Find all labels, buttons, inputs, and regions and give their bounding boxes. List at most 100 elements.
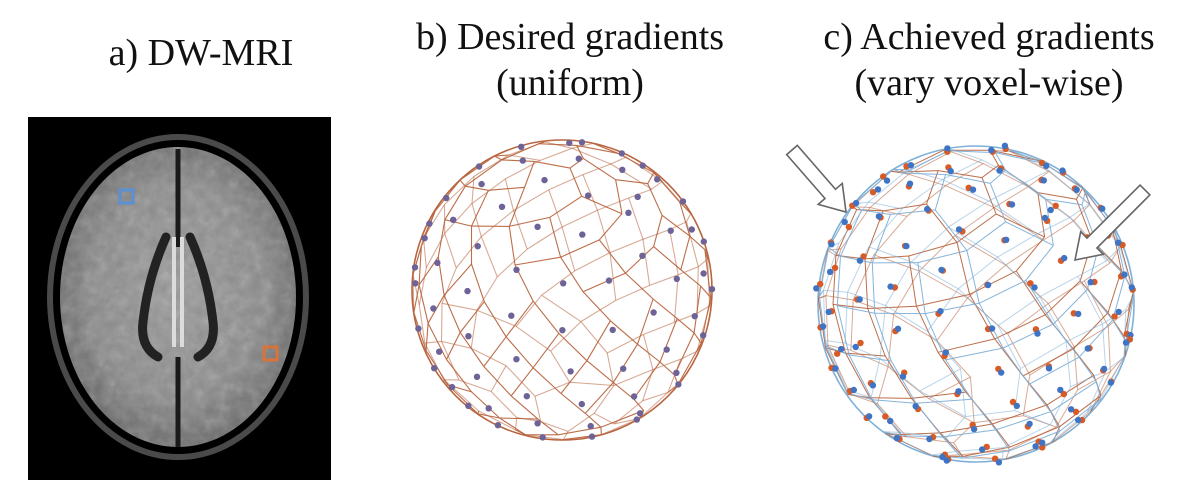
mesh-edge [465, 185, 489, 191]
mesh-edge [680, 235, 691, 270]
mesh-edge [661, 214, 691, 237]
voxel-blue-point [942, 349, 950, 356]
mesh-edge [423, 204, 445, 239]
mesh-edge [505, 300, 534, 338]
mesh-edge [625, 246, 654, 274]
mesh-edge [989, 169, 1006, 184]
mesh-edge [418, 246, 422, 285]
voxel-blue-point [1026, 420, 1033, 428]
voxel-blue-point [1115, 308, 1122, 316]
mesh-edge [965, 410, 1015, 418]
mesh-edge [1107, 308, 1129, 327]
mesh-edge [600, 409, 644, 428]
mesh-edge [870, 358, 881, 398]
mesh-edge [995, 411, 1051, 431]
mesh-edge [593, 385, 615, 414]
voronoi-mesh [412, 141, 712, 441]
mesh-edge [642, 239, 651, 286]
mesh-edge [443, 263, 472, 296]
voxel-blue-point [1047, 206, 1054, 214]
mesh-edge [459, 332, 485, 367]
ventricles [138, 232, 218, 362]
voxel-blue-point [826, 268, 834, 276]
gradient-point [667, 227, 674, 234]
gradient-point [675, 381, 682, 388]
mesh-edge [534, 381, 570, 397]
gradient-point [609, 326, 616, 334]
gradient-point [566, 139, 573, 147]
mesh-edge [919, 368, 961, 392]
mesh-edge [1050, 411, 1061, 432]
mesh-edge [1043, 220, 1075, 241]
voxel-blue-point [955, 226, 963, 233]
voxel-orange-point [834, 350, 841, 357]
voxel-blue-point [947, 167, 954, 175]
mesh-edge [505, 336, 534, 369]
mesh-edge [582, 163, 611, 176]
mesh-edge [548, 189, 563, 228]
voxel-blue-point [943, 457, 950, 464]
mesh-edge [981, 159, 1026, 184]
gradient-point [518, 143, 525, 150]
mesh-edge [869, 207, 908, 217]
mesh-edge [1081, 190, 1087, 205]
mesh-edge [974, 415, 1024, 424]
mesh-edge [994, 152, 1007, 171]
mesh-edge [901, 432, 941, 435]
gradient-point [639, 162, 646, 169]
mesh-edge [1045, 198, 1083, 206]
mesh-edge [458, 379, 492, 393]
voxel-blue-point [838, 345, 845, 353]
mesh-edge [1072, 312, 1109, 350]
voxel-blue-point [1100, 365, 1108, 373]
mesh-edge [997, 256, 1041, 298]
voxel-orange-point [882, 413, 889, 420]
mesh-edge [544, 141, 573, 149]
gradient-point [559, 327, 566, 334]
mesh-edge [615, 284, 650, 301]
gradient-point [567, 368, 574, 375]
mesh-edge [425, 233, 446, 269]
gradient-point [443, 194, 450, 202]
mesh-edge [989, 183, 1007, 222]
mesh-edge [825, 295, 829, 346]
mesh-edge [1114, 230, 1126, 277]
mesh-edge [697, 258, 708, 268]
achieved-gradient-sphere [785, 142, 1152, 466]
mesh-edge [1049, 386, 1071, 426]
mesh-edge [827, 345, 851, 395]
mesh-edge [586, 360, 614, 383]
mesh-edge [562, 431, 569, 440]
mesh-edge [969, 270, 1017, 295]
voxel-blue-point [856, 257, 864, 264]
mesh-edge [444, 219, 472, 227]
left-arrow-icon [785, 144, 847, 214]
gradient-point [587, 422, 594, 430]
mesh-edge [1048, 280, 1085, 304]
mesh-edge [1037, 192, 1077, 200]
mesh-edge [679, 201, 691, 237]
gradient-point [474, 243, 481, 250]
voxel-orange-point [845, 223, 853, 231]
mesh-edge [936, 340, 971, 378]
mesh-edge [838, 201, 869, 244]
mesh-edge [850, 393, 878, 405]
gradient-point [625, 209, 632, 216]
mesh-edge [853, 169, 894, 205]
mesh-edge [534, 160, 571, 169]
mesh-edge [840, 255, 873, 264]
mesh-edge [580, 321, 608, 354]
mesh-edge [444, 176, 475, 205]
mesh-edge [848, 354, 873, 400]
gradient-point [421, 235, 428, 242]
gradient-point [541, 176, 548, 184]
mesh-edge [844, 342, 881, 359]
gradient-point [673, 275, 680, 283]
mesh-edge [480, 210, 514, 238]
mesh-edge [633, 361, 661, 400]
gradient-point [578, 400, 585, 408]
mesh-edge [673, 274, 679, 323]
voxel-blue-point [883, 177, 891, 184]
mesh-edge [540, 421, 569, 432]
uniform-gradient-sphere [411, 139, 716, 441]
